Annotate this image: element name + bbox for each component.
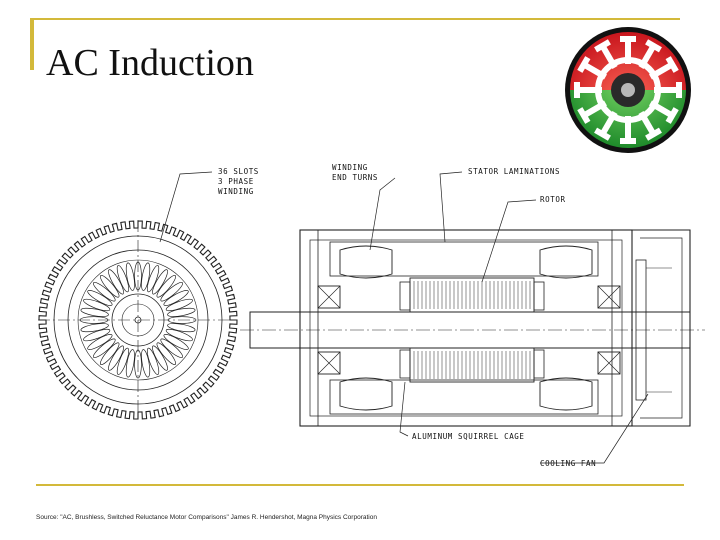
title-accent-vertical [30, 18, 34, 70]
label-end-turns: END TURNS [332, 173, 378, 182]
motor-diagram: 36 SLOTS 3 PHASE WINDING WINDING END TUR… [38, 163, 705, 468]
slide-title: AC Induction [46, 42, 254, 84]
label-winding: WINDING [332, 163, 368, 172]
stator-cross-section [38, 220, 238, 420]
logo-gear [574, 36, 682, 144]
gear-logo-icon [565, 27, 691, 153]
title-accent-horizontal [30, 18, 680, 20]
footer-rule [36, 484, 684, 486]
label-rotor: ROTOR [540, 195, 566, 204]
label-stator-laminations: STATOR LAMINATIONS [468, 167, 560, 176]
label-cooling-fan: COOLING FAN [540, 459, 596, 468]
source-citation: Source: "AC, Brushless, Switched Relucta… [36, 514, 377, 521]
label-aluminum-squirrel-cage: ALUMINUM SQUIRREL CAGE [412, 432, 525, 441]
leader-lines [159, 171, 649, 464]
motor-longitudinal-section [240, 229, 705, 427]
label-slots-winding: WINDING [218, 187, 254, 196]
label-3-phase: 3 PHASE [218, 177, 254, 186]
label-36-slots: 36 SLOTS [218, 167, 259, 176]
